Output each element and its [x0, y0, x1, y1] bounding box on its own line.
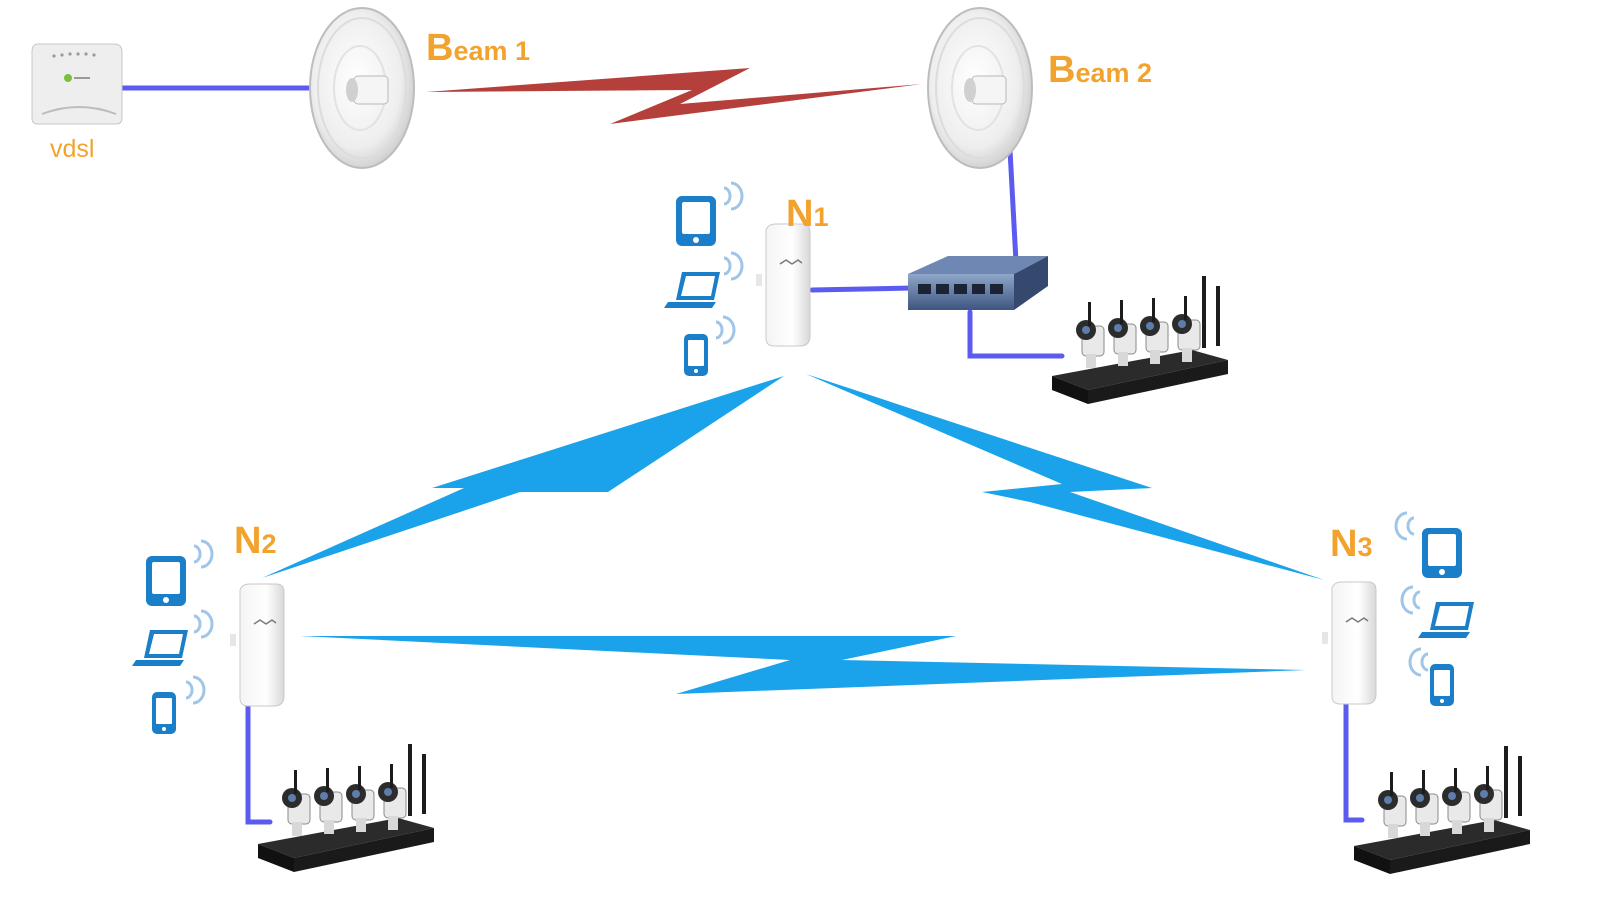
n3-clients [1394, 511, 1474, 706]
cable-n3-nvr [1343, 697, 1365, 823]
mesh-link-n1-n2 [262, 376, 784, 578]
n2-label-sub: 2 [261, 529, 276, 559]
beam2-dish [927, 7, 1033, 169]
n3-label-letter: N [1330, 523, 1357, 565]
ethernet-cables [115, 85, 1365, 825]
cable-n1-switch [809, 285, 915, 293]
n2-label-letter: N [234, 520, 261, 562]
cable-beam2-switch [1007, 147, 1019, 265]
mesh-link-n1-n3 [806, 374, 1324, 580]
beam2-label-rest: eam 2 [1075, 58, 1152, 88]
n3-nvr-kit [1353, 745, 1531, 875]
vdsl-label: vdsl [50, 135, 94, 163]
n1-access-point [755, 223, 811, 347]
cable-n2-nvr [245, 697, 273, 825]
beam1-label: Beam 1 [426, 27, 530, 69]
n2-access-point [229, 583, 285, 707]
n3-label-sub: 3 [1357, 532, 1372, 562]
n2-clients [132, 539, 214, 734]
n1-nvr-kit [1051, 275, 1229, 405]
beam1-dish [309, 7, 415, 169]
cable-switch-nvr [967, 309, 1065, 359]
n1-label: N1 [786, 193, 828, 235]
beam1-label-initial: B [426, 27, 453, 69]
n3-label: N3 [1330, 523, 1372, 565]
n2-nvr-kit [257, 743, 435, 873]
n1-label-letter: N [786, 193, 813, 235]
beam2-label-initial: B [1048, 49, 1075, 91]
vdsl-modem-icon [31, 43, 123, 125]
beam1-label-rest: eam 1 [453, 36, 530, 66]
beam2-label: Beam 2 [1048, 49, 1152, 91]
backhaul-link-beam1-beam2 [426, 68, 922, 124]
n2-label: N2 [234, 520, 276, 562]
n1-clients [664, 181, 744, 376]
n1-label-sub: 1 [813, 202, 828, 232]
mesh-link-n2-n3 [300, 636, 1306, 694]
network-switch-icon [908, 256, 1048, 310]
n3-access-point [1321, 581, 1377, 705]
